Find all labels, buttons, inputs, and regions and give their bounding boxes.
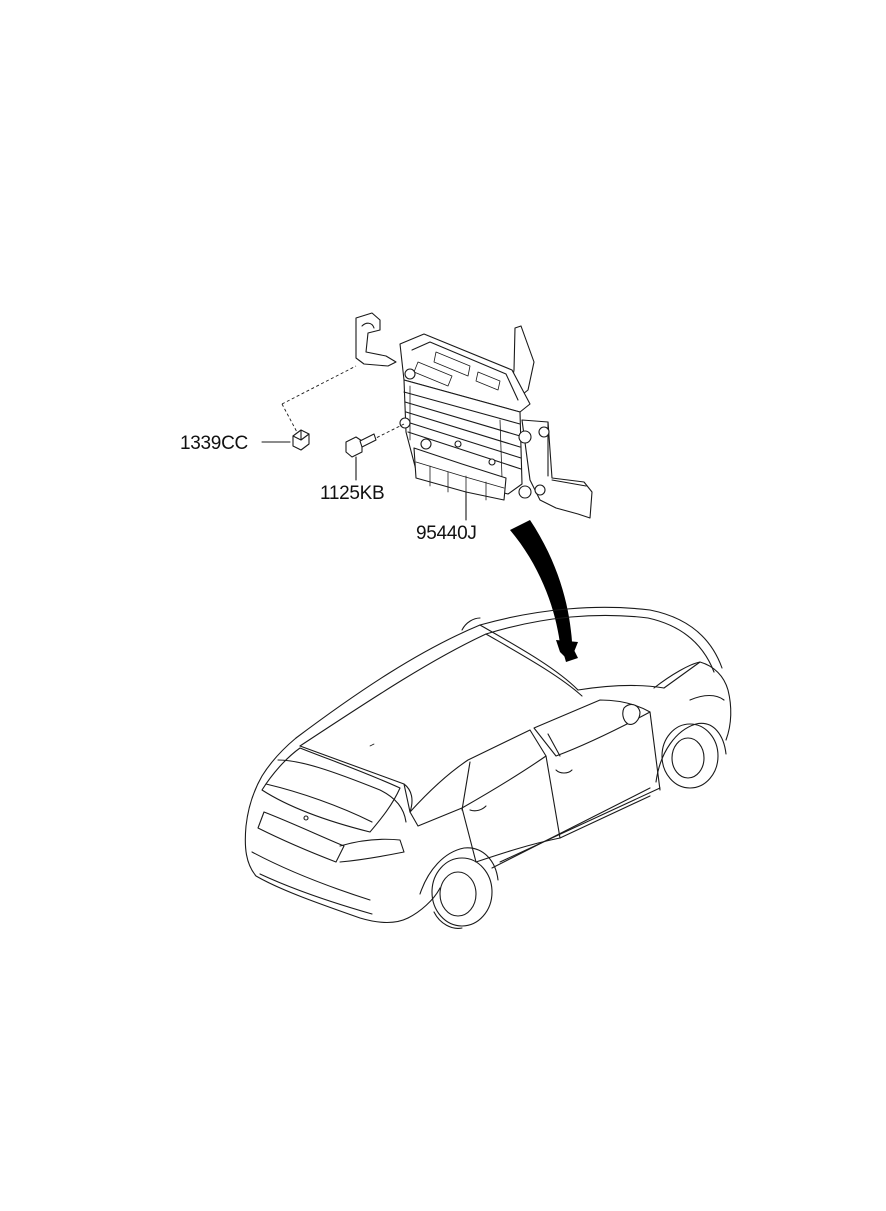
part-label-nut: 1339CC [180, 433, 248, 454]
module-top-flange [399, 333, 531, 413]
module-connector-block [413, 447, 507, 506]
bolt-part: 1125KB [320, 423, 405, 504]
part-label-bolt: 1125KB [320, 483, 384, 504]
location-pointer-arrow [510, 520, 578, 662]
vehicle-illustration [244, 606, 732, 929]
module-mount-bolts [399, 368, 550, 499]
part-label-module: 95440J [416, 523, 477, 544]
left-bracket [355, 312, 397, 367]
module-part-label-group: 95440J [416, 504, 477, 544]
nut-part: 1339CC [180, 365, 357, 454]
control-module-assembly [355, 312, 593, 519]
